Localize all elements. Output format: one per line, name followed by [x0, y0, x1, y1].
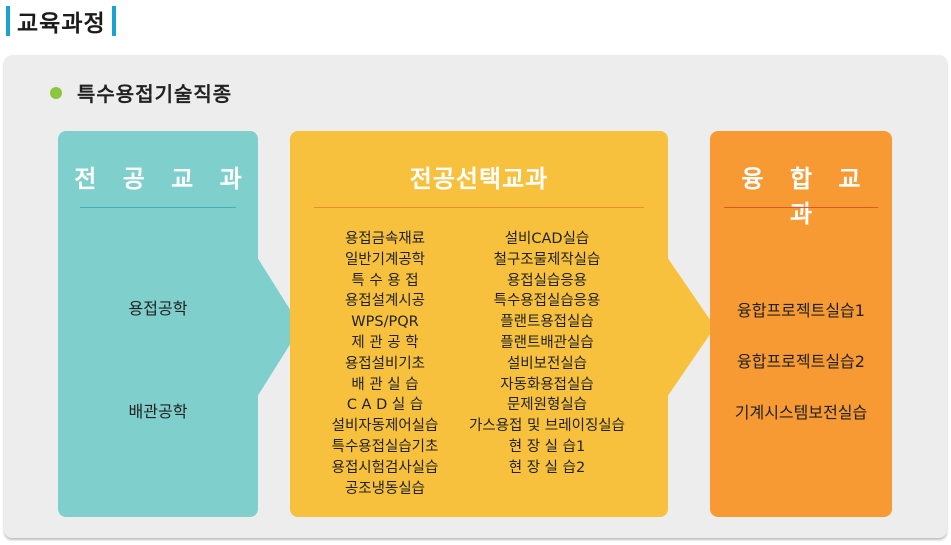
elective-course-item: 설비CAD실습: [504, 231, 590, 247]
convergence-courses-box: 융 합 교 과 융합프로젝트실습1 융합프로젝트실습2 기계시스템보전실습: [710, 131, 892, 517]
arrow-right-icon: [667, 257, 715, 397]
elective-courses-box: 전공선택교과: [290, 131, 668, 517]
elective-course-item: 배 관 실 습: [351, 376, 419, 393]
convergence-heading-divider: [724, 207, 878, 208]
elective-course-item: 일반기계공학: [344, 251, 426, 268]
elective-course-item: 플랜트배관실습: [500, 334, 594, 351]
elective-course-item: 설비자동제어실습: [331, 418, 439, 435]
elective-course-item: 특수용접실습기초: [331, 438, 439, 455]
elective-course-item: 자동화용접실습: [500, 376, 594, 393]
elective-course-item: 제 관 공 학: [351, 334, 419, 351]
elective-course-item: 플랜트용접실습: [500, 314, 594, 331]
page-title: 교육과정: [17, 11, 106, 37]
elective-course-item: 현 장 실 습1: [508, 438, 586, 455]
elective-course-item: 용접시험검사실습: [331, 459, 439, 476]
title-left-bar: [6, 6, 10, 36]
category-heading: 특수용접기술직종: [50, 78, 232, 107]
major-courses-heading: 전 공 교 과: [74, 165, 251, 193]
elective-course-item: 가스용접 및 브레이징실습: [469, 418, 625, 435]
elective-course-item: 용접금속재료: [344, 231, 426, 247]
elective-course-item: 문제원형실습: [506, 397, 588, 414]
major-courses-box: 전 공 교 과 용접공학 배관공학: [58, 131, 258, 517]
elective-left-column: 용접금속재료 일반기계공학 특 수 용 접 용접설계시공 WPS/PQR 제 관…: [310, 229, 460, 499]
category-name: 특수용접기술직종: [77, 82, 233, 106]
convergence-course-item: 융합프로젝트실습2: [737, 352, 865, 371]
elective-courses-heading: 전공선택교과: [409, 165, 549, 193]
major-heading-divider: [80, 207, 236, 208]
title-right-bar: [111, 6, 116, 36]
major-course-item: 배관공학: [128, 402, 188, 421]
elective-course-item: 공조냉동실습: [344, 480, 426, 497]
elective-course-item: 현 장 실 습2: [508, 459, 586, 476]
elective-course-item: 특수용접실습응용: [493, 293, 601, 310]
elective-right-column: 설비CAD실습 철구조물제작실습 용접실습응용 특수용접실습응용 플랜트용접실습…: [462, 229, 632, 479]
elective-course-item: 용접설계시공: [344, 293, 426, 310]
elective-course-item: 설비보전실습: [506, 355, 588, 372]
elective-course-item: 철구조물제작실습: [493, 251, 601, 268]
convergence-course-item: 기계시스템보전실습: [734, 403, 868, 422]
elective-course-item: WPS/PQR: [351, 314, 419, 331]
convergence-course-item: 융합프로젝트실습1: [737, 301, 865, 320]
elective-course-item: C A D 실 습: [346, 397, 424, 414]
page-title-block: 교육과정: [6, 4, 116, 38]
elective-course-item: 용접실습응용: [506, 272, 588, 289]
bullet-dot-icon: [50, 86, 62, 99]
convergence-courses-heading: 융 합 교 과: [741, 165, 870, 228]
elective-course-item: 용접설비기초: [344, 355, 426, 372]
elective-heading-divider: [314, 207, 644, 208]
major-course-item: 용접공학: [128, 299, 188, 318]
elective-course-item: 특 수 용 접: [351, 272, 419, 289]
